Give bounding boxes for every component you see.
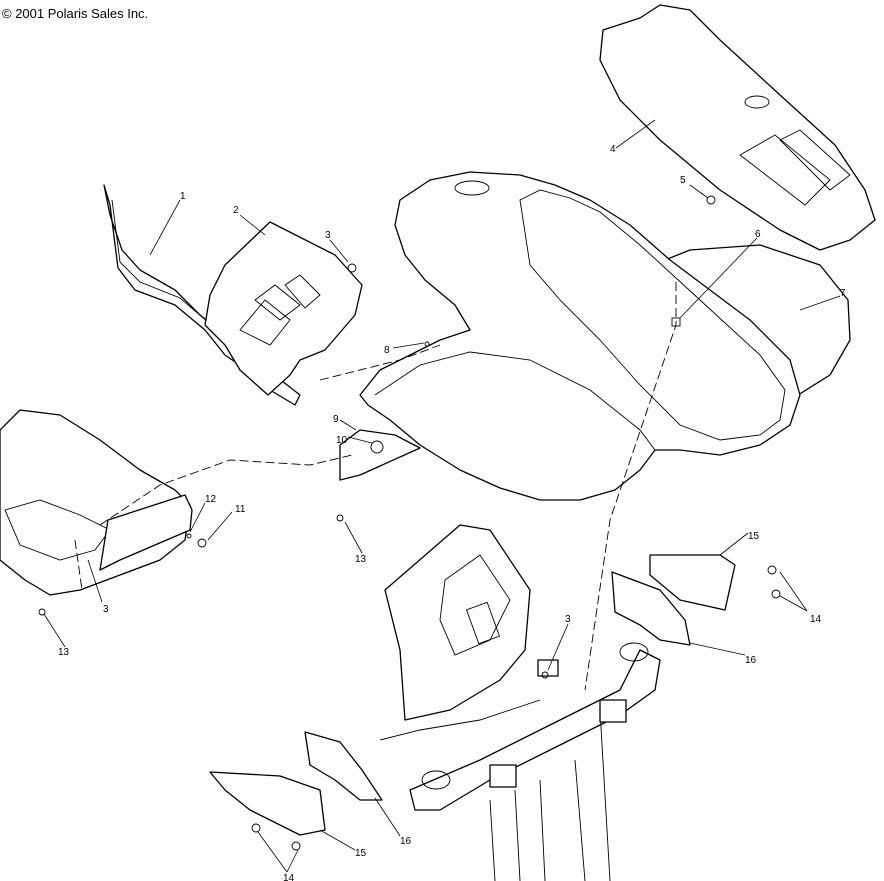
callout-14: 14 (810, 614, 822, 625)
callout-labels: 1 2 3 3 3 4 5 6 7 8 9 10 11 12 13 13 14 … (58, 144, 846, 881)
frame-assembly[interactable] (379, 524, 661, 881)
callout-15: 15 (748, 531, 760, 542)
fasteners (38, 195, 781, 851)
callout-16: 16 (745, 655, 757, 666)
front-footwell[interactable] (0, 409, 193, 596)
callout-3: 3 (325, 230, 331, 241)
copyright-notice: © 2001 Polaris Sales Inc. (2, 6, 149, 21)
callout-2: 2 (233, 205, 239, 216)
callout-16: 16 (400, 836, 412, 847)
leader-lines (43, 119, 841, 873)
callout-8: 8 (384, 345, 390, 356)
part-9-front-plate[interactable] (339, 429, 421, 481)
part-4-rear-cover[interactable] (599, 4, 876, 251)
callout-4: 4 (610, 144, 616, 155)
part-16-right-plate[interactable] (611, 571, 691, 646)
main-body-cab[interactable] (359, 171, 801, 501)
callout-13: 13 (58, 647, 70, 658)
callout-13: 13 (355, 554, 367, 565)
callout-3: 3 (565, 614, 571, 625)
callout-9: 9 (333, 414, 339, 425)
assembly-lines (74, 282, 677, 691)
callout-10: 10 (336, 435, 348, 446)
callout-6: 6 (755, 229, 761, 240)
callout-5: 5 (680, 175, 686, 186)
callout-15: 15 (355, 848, 367, 859)
callout-1: 1 (180, 191, 186, 202)
callout-14: 14 (283, 873, 295, 881)
part-2-inner-panel[interactable] (204, 221, 363, 396)
part-16-left-plate[interactable] (304, 731, 383, 801)
part-15-left-bracket[interactable] (209, 771, 326, 836)
callout-3: 3 (103, 604, 109, 615)
callout-12: 12 (205, 494, 217, 505)
callout-11: 11 (235, 504, 246, 515)
callout-7: 7 (840, 288, 846, 299)
